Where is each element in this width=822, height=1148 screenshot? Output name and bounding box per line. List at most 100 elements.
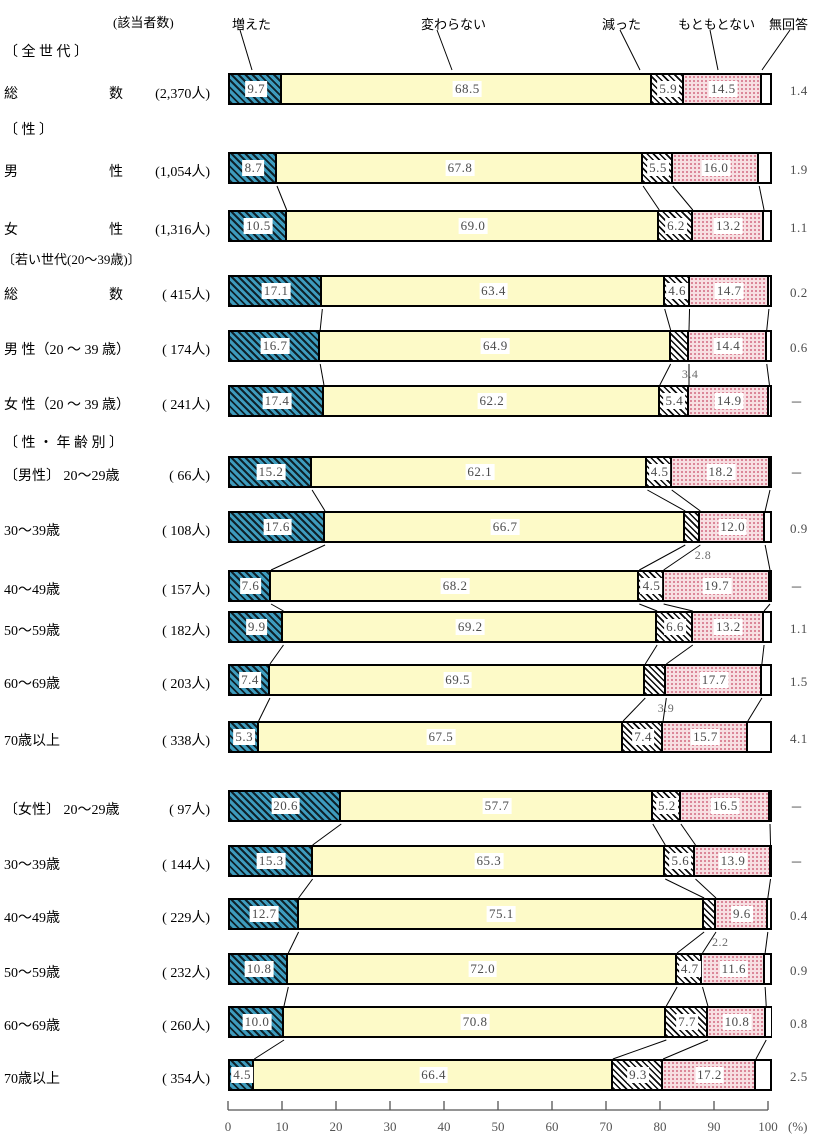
- bar-segment-増えた: [230, 792, 342, 820]
- bar-segment-無回答: [755, 1061, 770, 1089]
- row-label-name: 30～39歳: [4, 524, 60, 539]
- segment-value: 64.9: [481, 338, 510, 354]
- row-label-name: 男 性（20 ～ 39 歳）: [4, 343, 130, 358]
- row-respondent-count: ( 338人): [162, 734, 210, 749]
- legend-label-decreased: 減った: [602, 17, 642, 32]
- row-respondent-count: ( 97人): [169, 803, 210, 818]
- row-respondent-count: ( 203人): [162, 677, 210, 692]
- row-respondent-count: ( 66人): [169, 469, 210, 484]
- segment-value: 6.6: [664, 619, 686, 635]
- row-label: 30～39歳 ( 108人): [4, 525, 210, 539]
- segment-value: 4.5: [231, 1067, 254, 1083]
- segment-value: 12.7: [249, 906, 279, 922]
- bar-segment-無回答: [764, 613, 770, 641]
- segment-value: 17.6: [263, 519, 292, 535]
- bar-segment-増えた: [230, 1008, 284, 1036]
- segment-value: 16.5: [711, 798, 740, 814]
- row-label: 30～39歳 ( 144人): [4, 859, 210, 873]
- no-answer-value: 1.5: [790, 674, 808, 689]
- row-respondent-count: ( 108人): [162, 524, 210, 539]
- group-heading-young: 〔若い世代(20～39歳)〕: [2, 252, 141, 267]
- row-label-name: 40～49歳: [4, 911, 60, 926]
- row-respondent-count: ( 144人): [162, 858, 210, 873]
- row-respondent-count: ( 174人): [162, 343, 210, 358]
- bar-segment-無回答: [766, 332, 770, 360]
- row-label: 60～69歳( 260人): [4, 1020, 210, 1034]
- segment-value: 66.4: [419, 1067, 448, 1083]
- segment-value: 8.7: [242, 160, 265, 176]
- legend-label-no-answer: 無回答: [769, 17, 809, 32]
- segment-value: 7.7: [676, 1014, 698, 1030]
- x-axis-tick-label: 100: [758, 1119, 778, 1134]
- bar-segment-無回答: [765, 513, 770, 541]
- x-axis-tick-label: 10: [275, 1119, 289, 1134]
- group-heading-all: 〔 全 世 代 〕: [4, 45, 88, 60]
- bar-segment-もともとない: [692, 613, 765, 641]
- row-label: 女 性（20 ～ 39 歳）( 241人): [4, 399, 210, 413]
- no-answer-value: 1.4: [790, 83, 808, 98]
- segment-value: 17.4: [262, 393, 292, 409]
- segment-value: 62.2: [477, 393, 507, 409]
- row-label: 40～49歳( 229人): [4, 912, 210, 926]
- bar-segment-増えた: [230, 666, 270, 694]
- segment-value: 12.0: [718, 519, 748, 535]
- bar-segment-減った: [685, 513, 701, 541]
- segment-value: 5.5: [647, 160, 669, 176]
- segment-value: 20.6: [271, 798, 300, 814]
- row-label: 〔女性〕 20～29歳( 97人): [4, 804, 210, 818]
- row-respondent-count: (2,370人): [155, 87, 210, 102]
- legend-label-unchanged: 変わらない: [421, 17, 487, 32]
- segment-value: 13.2: [714, 619, 743, 635]
- segment-value: 69.2: [455, 619, 485, 635]
- bar-segment-増えた: [230, 613, 284, 641]
- segment-value: 14.4: [713, 338, 743, 354]
- row-label-name: 70歳以上: [4, 1072, 60, 1087]
- x-axis-tick-label: 40: [437, 1119, 451, 1134]
- bar-segment-増えた: [230, 277, 323, 305]
- segment-value: 18.2: [706, 464, 736, 480]
- x-axis-tick-label: 0: [224, 1119, 232, 1134]
- segment-value: 72.0: [468, 961, 498, 977]
- no-answer-value: －: [790, 395, 804, 410]
- row-label-name2: 性: [109, 165, 123, 180]
- segment-value: 10.8: [244, 961, 274, 977]
- row-label-name: 女: [4, 223, 18, 238]
- segment-value: 13.2: [714, 218, 743, 234]
- bar-segment-もともとない: [689, 387, 770, 415]
- bar-segment-減った: [704, 900, 716, 928]
- row-label-name: 30～39歳: [4, 858, 60, 873]
- row-label-name: 50～59歳: [4, 966, 60, 981]
- row-respondent-count: ( 232人): [162, 966, 210, 981]
- row-label: 60～69歳( 203人): [4, 678, 210, 692]
- segment-value: 5.2: [655, 798, 678, 814]
- segment-value: 5.9: [657, 81, 680, 97]
- row-label-name: 総: [4, 288, 18, 303]
- x-axis-tick-label: 30: [383, 1119, 397, 1134]
- segment-value: 19.7: [702, 578, 732, 594]
- segment-value: 69.0: [458, 218, 488, 234]
- segment-value: 68.5: [452, 81, 482, 97]
- x-axis-tick-label: 20: [329, 1119, 343, 1134]
- segment-value: 15.3: [256, 853, 286, 869]
- x-axis-unit-label: (%): [788, 1119, 808, 1134]
- bar-segment-無回答: [761, 666, 770, 694]
- bar-segment-もともとない: [684, 75, 763, 103]
- count-column-header: (該当者数): [113, 15, 174, 30]
- segment-value: 9.7: [245, 81, 268, 97]
- segment-value: 4.5: [648, 464, 671, 480]
- row-respondent-count: (1,054人): [155, 165, 210, 180]
- bar-segment-もともとない: [689, 277, 769, 305]
- no-answer-value: 0.9: [790, 521, 808, 536]
- no-answer-value: －: [790, 580, 804, 595]
